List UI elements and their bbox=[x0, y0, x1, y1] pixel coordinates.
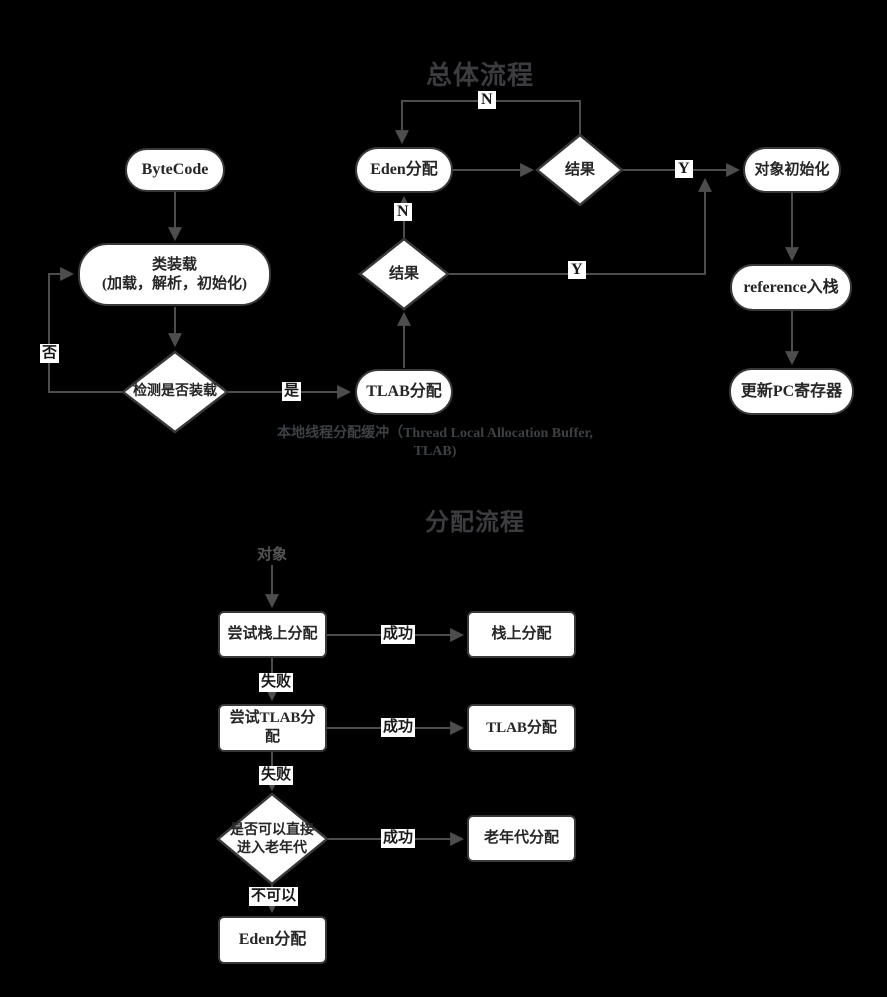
decision-result-eden bbox=[535, 133, 624, 207]
edge-label-y-right: Y bbox=[675, 160, 693, 179]
decision-result-tlab-label: 结果 bbox=[388, 266, 419, 282]
tlab-caption: 本地线程分配缓冲（Thread Local Allocation Buffer,… bbox=[256, 425, 614, 460]
node-reference-push: reference入栈 bbox=[730, 264, 852, 311]
edge-label-fail-2: 失败 bbox=[259, 766, 294, 786]
edge-label-success-1: 成功 bbox=[381, 625, 416, 645]
node-classload-line2: (加载，解析，初始化) bbox=[102, 275, 247, 292]
edge-result-y-join bbox=[448, 177, 712, 275]
object-source-label: 对象 bbox=[256, 547, 287, 563]
decision-check-loaded bbox=[120, 350, 230, 434]
node-tlab-alloc: TLAB分配 bbox=[467, 704, 576, 752]
edge-label-y-mid: Y bbox=[568, 261, 586, 280]
node-classload-line1: 类装载 bbox=[151, 256, 197, 273]
edge-check-no-loop bbox=[48, 267, 123, 393]
decision-result-tlab bbox=[357, 237, 451, 311]
node-obj-init: 对象初始化 bbox=[743, 147, 841, 193]
node-eden-alloc: Eden分配 bbox=[218, 916, 327, 964]
decision-check-old-gen bbox=[216, 792, 329, 886]
node-try-stack: 尝试栈上分配 bbox=[218, 611, 327, 658]
tlab-caption-line1: 本地线程分配缓冲（Thread Local Allocation Buffer, bbox=[277, 426, 593, 441]
edge-label-fail-1: 失败 bbox=[259, 673, 294, 693]
node-update-pc: 更新PC寄存器 bbox=[729, 368, 854, 415]
edge-label-no: 否 bbox=[40, 344, 60, 364]
edge-label-cannot: 不可以 bbox=[249, 887, 299, 907]
edge-label-success-3: 成功 bbox=[381, 829, 416, 849]
alloc-section-title: 分配流程 bbox=[425, 509, 525, 536]
node-stack-alloc: 栈上分配 bbox=[467, 611, 576, 658]
edge-label-success-2: 成功 bbox=[381, 718, 416, 738]
node-bytecode: ByteCode bbox=[125, 148, 225, 192]
edge-label-yes: 是 bbox=[282, 382, 302, 402]
edge-label-n-top: N bbox=[478, 91, 496, 110]
node-eden: Eden分配 bbox=[355, 147, 453, 193]
node-classload: 类装载 (加载，解析，初始化) bbox=[78, 243, 271, 306]
overall-section-title: 总体流程 bbox=[425, 60, 534, 90]
node-try-tlab: 尝试TLAB分配 bbox=[218, 704, 327, 752]
decision-result-eden-label: 结果 bbox=[564, 162, 595, 178]
decision-check-old-gen-label: 是否可以直接进入老年代 bbox=[230, 823, 314, 857]
tlab-caption-line2: TLAB) bbox=[413, 443, 457, 459]
node-tlab: TLAB分配 bbox=[355, 369, 453, 415]
node-old-alloc: 老年代分配 bbox=[467, 815, 576, 862]
edge-label-n-mid: N bbox=[394, 203, 412, 222]
decision-check-loaded-label: 检测是否装载 bbox=[133, 384, 217, 399]
